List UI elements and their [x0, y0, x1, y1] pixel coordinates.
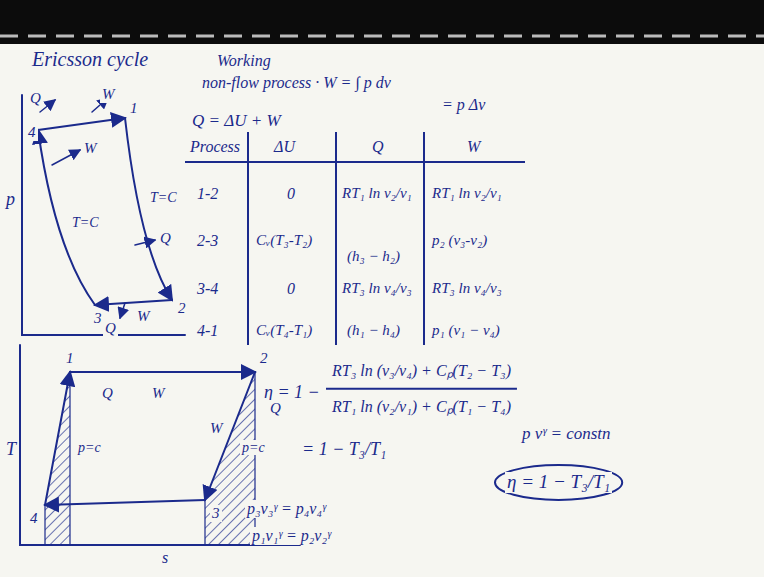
- table-header: Q: [370, 138, 386, 156]
- heat-label: Q: [268, 400, 283, 417]
- equation: = 1 − T₃/T₁: [300, 440, 388, 460]
- point-number: 1: [128, 100, 140, 117]
- heat-label: Q: [103, 320, 118, 337]
- table-cell: RT₁ ln v₂/v₁: [340, 185, 414, 202]
- equation: p₁v₁ᵞ = p₂v₂ᵞ: [250, 527, 333, 545]
- result: η = 1 − T₃/T₁: [505, 472, 612, 493]
- work-label: W: [135, 308, 152, 325]
- work-label: W: [150, 385, 167, 402]
- pv-diagram: [22, 95, 185, 335]
- heat-label: Q: [100, 385, 115, 402]
- point-number: 3: [92, 310, 104, 327]
- table-cell: Cᵥ(T₃-T₂): [254, 232, 314, 249]
- work-label: W: [82, 140, 99, 157]
- table-header: W: [465, 138, 482, 156]
- point-number: 2: [176, 300, 188, 317]
- equation: p₃v₃ᵞ = p₄v₄ᵞ: [245, 500, 328, 518]
- note: non-flow process · W = ∫ p dv: [200, 74, 393, 92]
- table-cell: 0: [285, 280, 297, 298]
- top-band: [0, 0, 764, 44]
- axis-label: T: [4, 440, 18, 460]
- table-cell: 0: [285, 185, 297, 203]
- equation: p vᵞ = constn: [520, 425, 613, 444]
- band-stripe: [0, 35, 764, 38]
- point-number: 1: [64, 350, 76, 367]
- work-label: W: [208, 420, 225, 437]
- table-header: Process: [188, 138, 242, 156]
- result-circle: [495, 465, 622, 500]
- note: = p Δv: [440, 96, 487, 114]
- point-number: 3: [210, 505, 222, 522]
- table-rules: [185, 132, 525, 345]
- heat-label: Q: [28, 90, 43, 107]
- point-number: 2: [258, 350, 270, 367]
- point-number: 4: [28, 510, 40, 527]
- process-label: p=c: [240, 440, 267, 455]
- table-cell: (h₁ − h₄): [345, 322, 402, 339]
- work-label: W: [100, 86, 117, 103]
- table-cell: 4-1: [195, 322, 220, 340]
- point-number: 4: [26, 124, 38, 141]
- table-cell: 1-2: [195, 185, 220, 203]
- table-cell: 3-4: [195, 280, 220, 298]
- process-label: T=C: [148, 190, 179, 205]
- table-cell: (h₃ − h₂): [345, 248, 402, 265]
- table-cell: RT₁ ln v₂/v₁: [430, 185, 504, 202]
- axis-label: s: [160, 549, 170, 567]
- table-cell: p₁ (v₁ − v₄): [430, 322, 502, 339]
- table-cell: RT₃ ln v₄/v₃: [430, 280, 504, 297]
- table-header: ΔU: [272, 138, 297, 156]
- title: Ericsson cycle: [30, 48, 150, 71]
- table-cell: p₂ (v₃-v₂): [430, 232, 489, 249]
- heat-label: Q: [158, 230, 173, 247]
- table-cell: 2-3: [195, 232, 220, 250]
- equation: RT₁ ln (v₂/v₁) + Cₚ(T₁ − T₄): [330, 398, 513, 416]
- table-cell: Cᵥ(T₄-T₁): [254, 322, 314, 339]
- note: Working: [215, 52, 273, 70]
- equation: Q = ΔU + W: [190, 112, 283, 131]
- table-cell: RT₃ ln v₄/v₃: [340, 280, 414, 297]
- fraction-bar: [326, 388, 517, 390]
- process-label: p=c: [76, 440, 103, 455]
- axis-label: p: [4, 190, 17, 210]
- process-label: T=C: [70, 215, 101, 230]
- equation: RT₃ ln (v₃/v₄) + Cₚ(T₂ − T₃): [330, 362, 513, 380]
